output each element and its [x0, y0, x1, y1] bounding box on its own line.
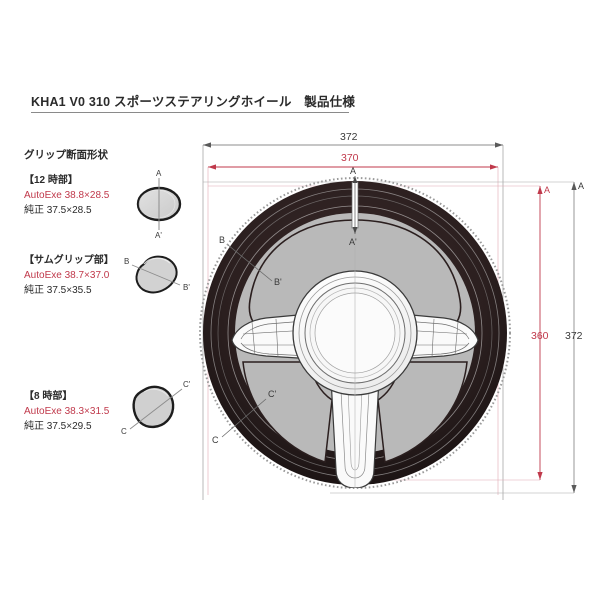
section-line-c: C C': [212, 389, 276, 445]
lower-column: [329, 359, 381, 488]
dimension-top-outer: [202, 142, 504, 500]
spec-oem-12-oclock: 純正 37.5×28.5: [24, 205, 92, 216]
dimension-label-top-outer: 372: [340, 131, 358, 143]
spec-title-12-oclock: 【12 時部】: [24, 175, 78, 186]
dimension-label-right-inner: 360: [531, 330, 549, 342]
section-mark-b-wheel: B: [219, 235, 225, 245]
steering-wheel-body: A A' B B' C C': [199, 166, 511, 489]
upper-panel: [248, 219, 462, 333]
spec-autoexe-12-oclock: AutoExe 38.8×28.5: [24, 190, 110, 201]
section-line-b: B B': [219, 235, 282, 287]
section-mark-a-right-outer: A: [578, 181, 584, 191]
dimension-top-inner: [207, 164, 499, 495]
section-mark-c-wheel: C: [212, 435, 219, 445]
spec-autoexe-thumb-grip: AutoExe 38.7×37.0: [24, 270, 110, 281]
spec-oem-8-oclock: 純正 37.5×29.5: [24, 421, 92, 432]
spec-group-8-oclock: 【8 時部】 AutoExe 38.3×31.5 純正 37.5×29.5: [24, 389, 144, 434]
page-title: KHA1 V0 310 スポーツステアリングホイール 製品仕様: [31, 95, 356, 109]
spec-oem-thumb-grip: 純正 37.5×35.5: [24, 285, 92, 296]
title-block: KHA1 V0 310 スポーツステアリングホイール 製品仕様: [31, 94, 361, 113]
left-spoke: [231, 311, 343, 361]
section-mark-a-prime-wheel: A': [349, 237, 357, 247]
rim-inner-boundary: [235, 213, 475, 453]
section-mark-a-prime: A': [155, 231, 162, 240]
section-mark-b-prime: B': [183, 283, 190, 292]
spec-group-12-oclock: 【12 時部】 AutoExe 38.8×28.5 純正 37.5×28.5: [24, 173, 144, 218]
section-mark-b-prime-wheel: B': [274, 277, 282, 287]
section-mark-a-wheel: A: [350, 166, 356, 176]
grip-cross-section-heading: グリップ断面形状: [24, 149, 108, 161]
section-mark-a-right: A: [544, 185, 550, 195]
lower-right-panel: [377, 361, 468, 463]
cross-section-diagram-12-oclock: A A': [136, 169, 182, 240]
right-spoke: [367, 311, 479, 361]
spec-group-thumb-grip: 【サムグリップ部】 AutoExe 38.7×37.0 純正 37.5×35.5: [24, 253, 144, 298]
rim-outer-stitch: [199, 177, 511, 489]
spec-title-8-oclock: 【8 時部】: [24, 391, 73, 402]
cross-section-diagram-8-oclock: C C': [121, 380, 191, 436]
spec-autoexe-8-oclock: AutoExe 38.3×31.5: [24, 406, 110, 417]
title-underline: [31, 112, 349, 113]
cross-section-diagram-thumb-grip: B B': [124, 255, 190, 294]
spec-title-thumb-grip: 【サムグリップ部】: [24, 255, 114, 266]
center-hub: [292, 270, 418, 396]
section-mark-c-prime: C': [183, 380, 191, 389]
dimension-label-right-outer: 372: [565, 330, 583, 342]
section-mark-c: C: [121, 427, 127, 436]
section-line-a: A A': [349, 166, 359, 247]
rim-outer: [203, 181, 507, 485]
section-mark-b: B: [124, 257, 129, 266]
dimension-label-top-inner: 370: [341, 152, 359, 164]
section-mark-c-prime-wheel: C': [268, 389, 276, 399]
lower-left-panel: [242, 361, 333, 463]
dimension-right-outer: A: [203, 181, 584, 494]
dimension-right-inner: A: [208, 185, 550, 481]
section-mark-a: A: [156, 169, 162, 178]
rim-highlight-arcs: [210, 188, 500, 478]
